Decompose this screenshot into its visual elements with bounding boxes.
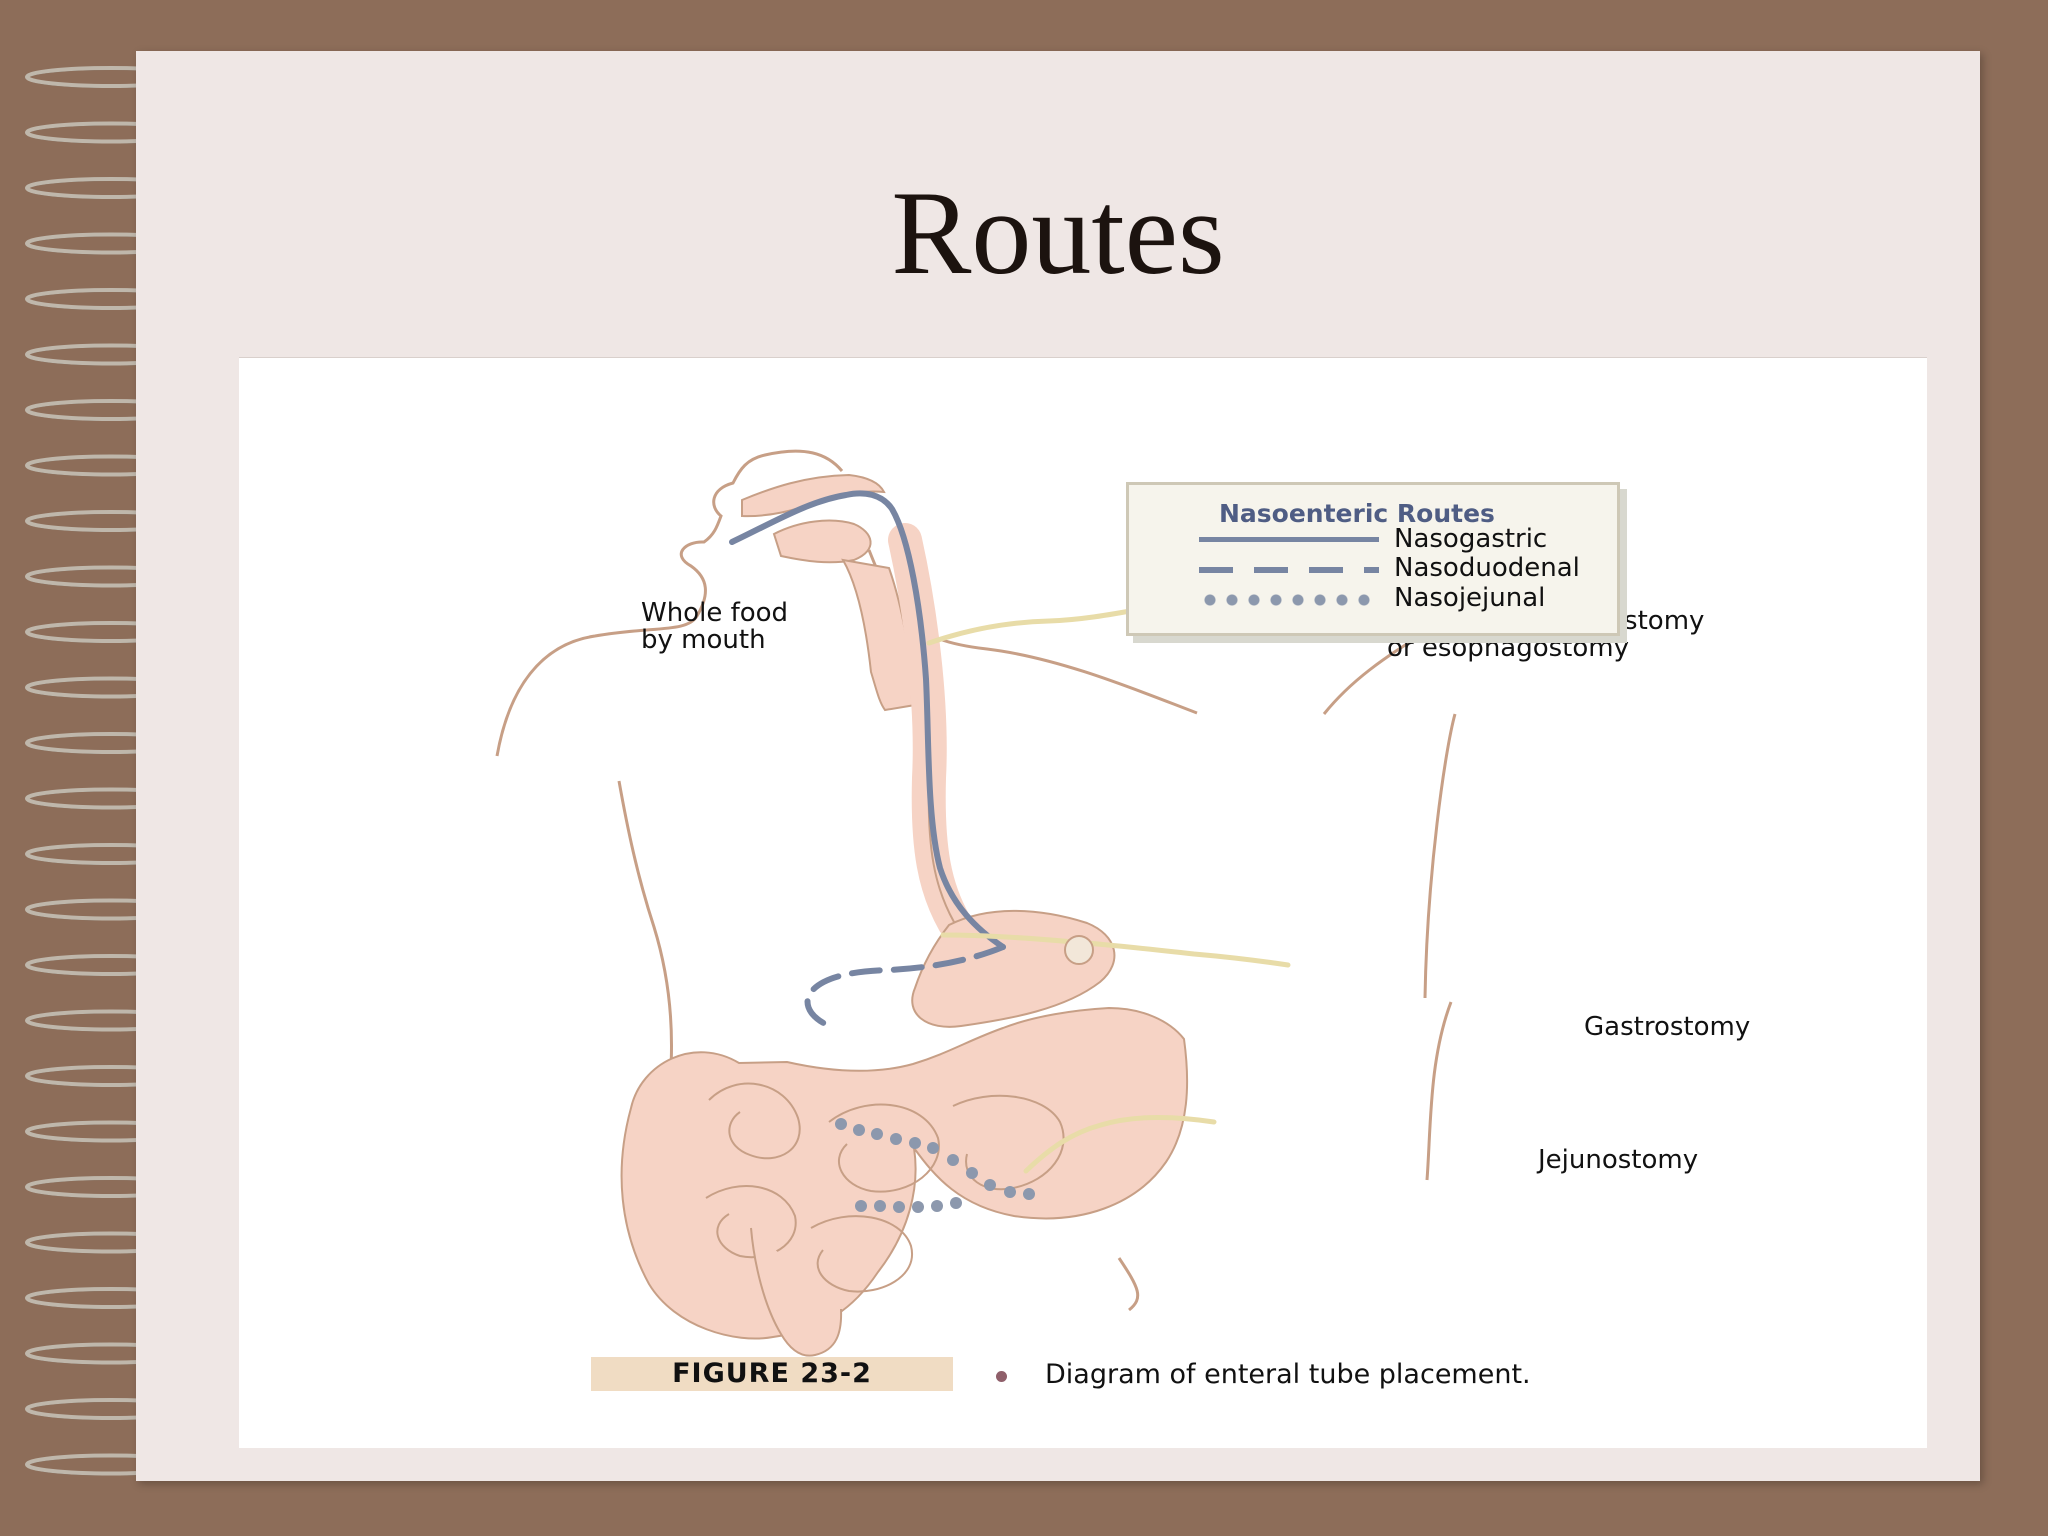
nasogastric-tube <box>729 490 1006 950</box>
esophagus <box>888 523 1056 981</box>
jejunostomy-tube <box>1023 1114 1217 1174</box>
gastrostomy-label: Gastrostomy <box>1584 1012 1751 1042</box>
whole-food-label-line1: Whole food <box>641 598 789 628</box>
cervical-label-line2: or esophagostomy <box>1387 633 1629 663</box>
legend-box: Nasoenteric Routes Nasogastric Nasoduode… <box>1126 482 1620 636</box>
gastrostomy-tube <box>940 932 1291 968</box>
legend-solid-line <box>1199 537 1379 542</box>
figure-number: FIGURE 23-2 <box>591 1357 953 1391</box>
legend-dash-line <box>1199 567 1379 573</box>
enteral-routes-diagram <box>495 449 1462 1357</box>
nasoduodenal-tube <box>804 944 1006 1030</box>
legend-item-nasogastric: Nasogastric <box>1394 524 1548 554</box>
rectum <box>750 1227 843 1357</box>
legend-title: Nasoenteric Routes <box>1219 499 1495 528</box>
slide-title: Routes <box>891 166 1225 299</box>
large-intestine <box>620 1006 1189 1340</box>
legend-item-nasojejunal: Nasojejunal <box>1394 583 1546 613</box>
small-intestine-loops <box>705 1082 1065 1293</box>
figure-caption: Diagram of enteral tube placement. <box>1045 1359 1531 1390</box>
whole-food-label-line2: by mouth <box>641 625 766 655</box>
tongue <box>772 519 872 564</box>
nasojejunal-dots <box>835 1118 1035 1213</box>
legend-dot-line <box>1199 594 1379 606</box>
caption-bullet <box>996 1371 1007 1382</box>
slide-page: Routes <box>136 51 1980 1481</box>
jejunostomy-label: Jejunostomy <box>1538 1145 1699 1175</box>
legend-item-nasoduodenal: Nasoduodenal <box>1394 553 1580 583</box>
figure-panel: Whole food by mouth Cervical pharyngosto… <box>239 357 1927 1448</box>
cervical-ostomy-tube <box>926 606 1144 646</box>
gastrostomy-port <box>1064 935 1094 965</box>
